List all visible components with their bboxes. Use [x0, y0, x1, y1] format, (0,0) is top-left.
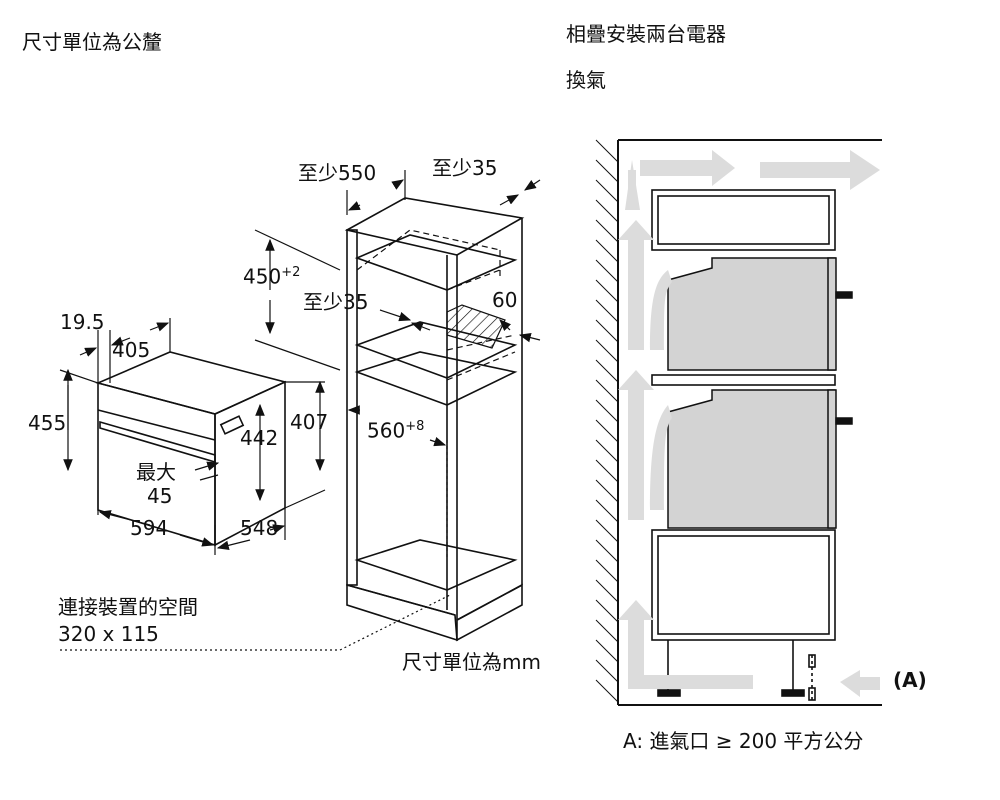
top-cabinet: [651, 189, 836, 251]
dim-max-label: 最大: [136, 460, 176, 484]
dim-407: 407: [290, 410, 329, 434]
stack-cabinets: [651, 189, 836, 701]
dim-min-550: 至少550: [298, 161, 377, 185]
ventilation-title: 換氣: [566, 68, 606, 92]
dim-min-35-top: 至少35: [432, 156, 498, 180]
stack-appliances: [667, 257, 853, 529]
oven-handle: [99, 420, 216, 464]
cabinet-top: [344, 197, 525, 256]
oven-dimension-lines: [59, 318, 326, 555]
dim-19-5: 19.5: [60, 310, 105, 334]
cabinet-dimension-lines: [60, 170, 541, 651]
dim-560-value: 560: [367, 418, 406, 443]
dim-450-value: 450: [243, 264, 282, 289]
dim-max-45: 45: [147, 484, 173, 508]
upper-appliance: [667, 257, 836, 371]
middle-shelf: [651, 374, 836, 386]
dim-60: 60: [492, 288, 518, 312]
vent-slot-hatched: [446, 304, 506, 349]
connection-label: 連接裝置的空間: [58, 595, 198, 619]
airflow-arrows: [618, 150, 880, 697]
dim-560-tol: +8: [405, 419, 425, 434]
dim-450-tol: +2: [281, 265, 301, 280]
units-label-top: 尺寸單位為公釐: [22, 30, 162, 54]
stack-title: 相疊安裝兩台電器: [566, 22, 726, 46]
dim-548: 548: [240, 516, 279, 540]
cabinet-front-left: [346, 229, 358, 586]
dim-560: 560+8: [367, 420, 424, 441]
dim-442: 442: [240, 426, 279, 450]
units-label-bottom: 尺寸單位為mm: [402, 650, 541, 674]
dim-594: 594: [130, 516, 169, 540]
lower-appliance: [667, 389, 836, 529]
wall-hatch: [595, 139, 882, 706]
dim-min-35-inner: 至少35: [303, 290, 369, 314]
dim-450: 450+2: [243, 266, 300, 287]
air-inlet-legend: A: 進氣口 ≥ 200 平方公分: [623, 729, 864, 753]
dim-455: 455: [28, 411, 67, 435]
dim-405: 405: [112, 338, 151, 362]
connection-size: 320 x 115: [58, 622, 159, 646]
air-inlet-marker: (A): [893, 668, 927, 692]
bottom-cabinet: [651, 529, 836, 641]
